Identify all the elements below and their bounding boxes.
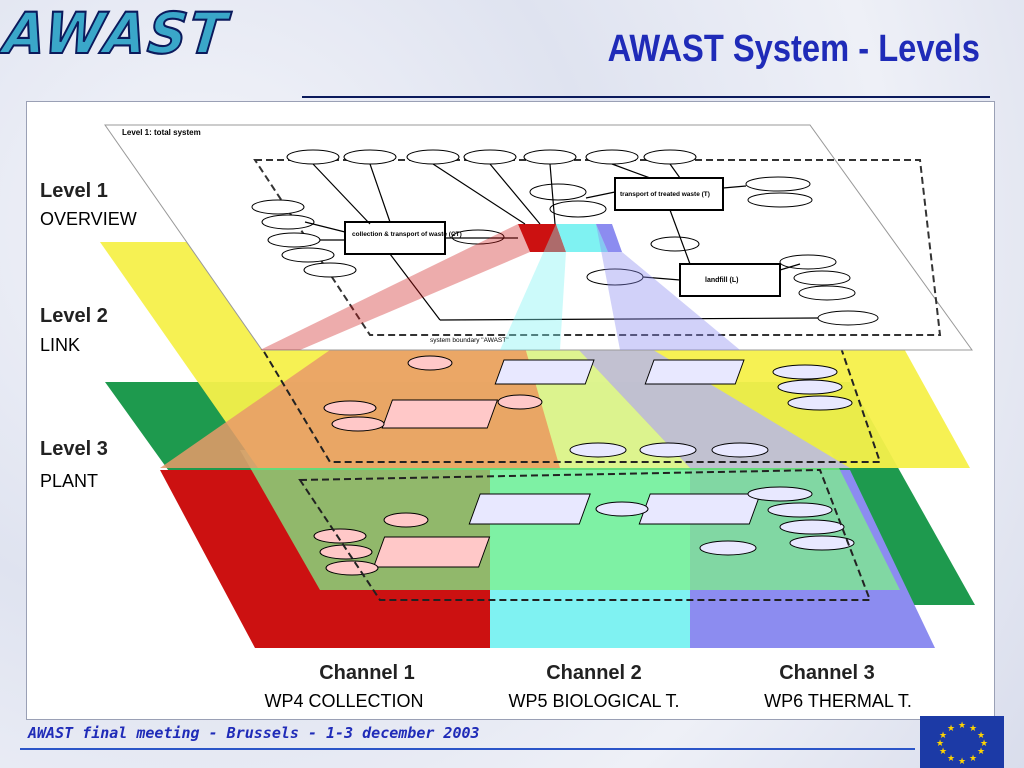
level1-box-l: landfill (L): [705, 277, 738, 284]
level1-box-ct: collection & transport of waste (CT): [352, 231, 462, 238]
eu-flag-icon: ★★★ ★★★ ★★★ ★★★: [920, 716, 1004, 768]
level1-flowchart: Level 1: total system collection & trans…: [122, 128, 942, 344]
svg-text:★: ★: [936, 739, 944, 749]
svg-text:★: ★: [977, 747, 985, 757]
level3-boundary: [298, 468, 872, 601]
svg-text:★: ★: [980, 739, 988, 749]
svg-text:★: ★: [939, 731, 947, 741]
channel3-label: Channel 3: [779, 662, 875, 684]
level3-ellipses-right: [595, 486, 855, 556]
channel1-beam-l2: [160, 330, 560, 468]
level3-box: [638, 493, 761, 525]
channel3-beam-top: [596, 224, 740, 350]
slide-title: AWAST System - Levels: [607, 28, 980, 70]
level3-label: Level 3: [40, 438, 108, 460]
channel1-label: Channel 1: [319, 662, 415, 684]
svg-text:★: ★: [939, 747, 947, 757]
level2-box: [494, 359, 595, 385]
channel2-label: Channel 2: [546, 662, 642, 684]
channel3-beam-l2: [560, 330, 850, 468]
channel1-beam-top: [260, 224, 530, 350]
svg-text:★: ★: [977, 731, 985, 741]
level2-ellipses: [323, 355, 543, 432]
level1-sublabel: OVERVIEW: [40, 209, 137, 229]
svg-text:★: ★: [969, 724, 977, 734]
level2-box: [644, 359, 745, 385]
level1-box-t: transport of treated waste (T): [620, 191, 710, 198]
svg-text:★: ★: [947, 754, 955, 764]
channel1-wp: WP4 COLLECTION: [264, 691, 424, 711]
svg-text:★: ★: [958, 721, 966, 731]
level1-boundary-label: system boundary "AWAST": [430, 337, 509, 344]
level2-box: [381, 399, 499, 429]
level3-box: [468, 493, 591, 525]
channel2-beam-top: [500, 224, 566, 350]
channel2-wp: WP5 BIOLOGICAL T.: [508, 691, 680, 711]
level1-label: Level 1: [40, 180, 108, 202]
channel3-wp: WP6 THERMAL T.: [764, 691, 912, 711]
svg-text:★: ★: [958, 757, 966, 767]
level3-box: [372, 536, 491, 568]
level3-sublabel: PLANT: [40, 471, 99, 491]
svg-text:★: ★: [969, 754, 977, 764]
level2-label: Level 2: [40, 305, 108, 327]
level2-sublabel: LINK: [40, 335, 81, 355]
level1-heading: Level 1: total system: [122, 128, 201, 137]
title-divider: [302, 96, 990, 98]
level2-ellipses-right: [569, 364, 853, 458]
footer-text: AWAST final meeting - Brussels - 1-3 dec…: [28, 724, 480, 742]
level3-ellipses: [313, 512, 429, 576]
svg-text:★: ★: [947, 724, 955, 734]
footer-divider: [20, 748, 915, 750]
